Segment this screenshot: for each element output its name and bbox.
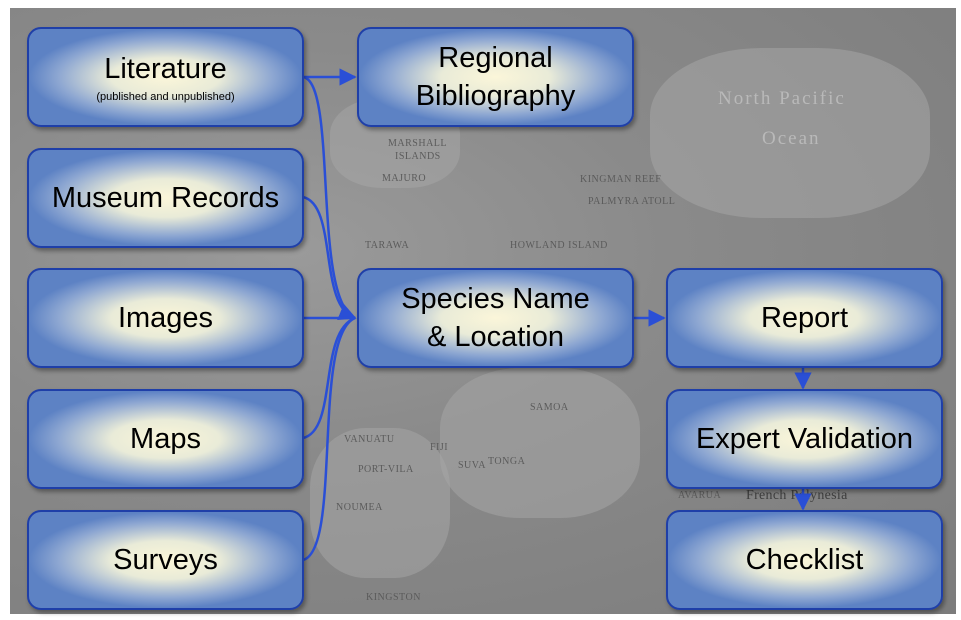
- museum-records-label: Museum Records: [51, 182, 280, 214]
- regional-bibliography-box: Regional Bibliography: [357, 27, 634, 127]
- map-label-islands: Islands: [395, 151, 441, 162]
- regional-bibliography-line1: Regional: [438, 42, 553, 74]
- map-region: [440, 368, 640, 518]
- map-label-suva: Suva: [458, 460, 486, 471]
- report-box: Report: [666, 268, 943, 368]
- surveys-label: Surveys: [113, 544, 218, 576]
- maps-label: Maps: [130, 423, 201, 455]
- literature-sub-label: (published and unpublished): [96, 91, 235, 103]
- map-label-marshall: Marshall: [388, 138, 448, 149]
- map-label-howland: Howland Island: [510, 240, 608, 251]
- map-label-ocean: Ocean: [762, 128, 821, 149]
- map-label-palmyra: Palmyra Atoll: [588, 196, 676, 207]
- literature-box: Literature (published and unpublished): [27, 27, 304, 127]
- map-label-majuro: Majuro: [382, 173, 427, 184]
- map-label-tonga: Tonga: [488, 456, 526, 467]
- expert-validation-box: Expert Validation: [666, 389, 943, 489]
- map-region: [310, 428, 450, 578]
- map-label-kingman: Kingman Reef: [580, 174, 662, 185]
- arrow-surveys-to-species: [302, 316, 356, 562]
- images-label: Images: [117, 302, 214, 334]
- arrow-museum-to-species: [302, 195, 356, 320]
- maps-box: Maps: [27, 389, 304, 489]
- map-label-vanuatu: Vanuatu: [344, 434, 395, 445]
- map-region: [650, 48, 930, 218]
- map-label-tarawa: Tarawa: [365, 240, 410, 251]
- arrow-maps-to-species: [302, 316, 356, 440]
- surveys-box: Surveys: [27, 510, 304, 610]
- museum-records-box: Museum Records: [27, 148, 304, 248]
- regional-bibliography-line2: Bibliography: [415, 80, 576, 112]
- arrow-literature-to-species: [302, 75, 357, 320]
- report-label: Report: [760, 302, 849, 334]
- map-label-avarua: Avarua: [678, 490, 722, 501]
- species-location-line2: & Location: [426, 321, 565, 353]
- checklist-box: Checklist: [666, 510, 943, 610]
- map-label-kingston: Kingston: [366, 592, 421, 603]
- checklist-label: Checklist: [745, 544, 864, 576]
- map-label-noumea: Noumea: [336, 502, 383, 513]
- images-box: Images: [27, 268, 304, 368]
- map-label-fiji: Fiji: [430, 442, 449, 453]
- species-location-box: Species Name & Location: [357, 268, 634, 368]
- map-label-north-pacific: North Pacific: [718, 88, 846, 109]
- species-location-line1: Species Name: [401, 283, 590, 315]
- expert-validation-label: Expert Validation: [695, 423, 914, 455]
- map-label-samoa: Samoa: [530, 402, 569, 413]
- literature-label: Literature: [104, 53, 227, 85]
- map-label-port-vila: Port-Vila: [358, 464, 414, 475]
